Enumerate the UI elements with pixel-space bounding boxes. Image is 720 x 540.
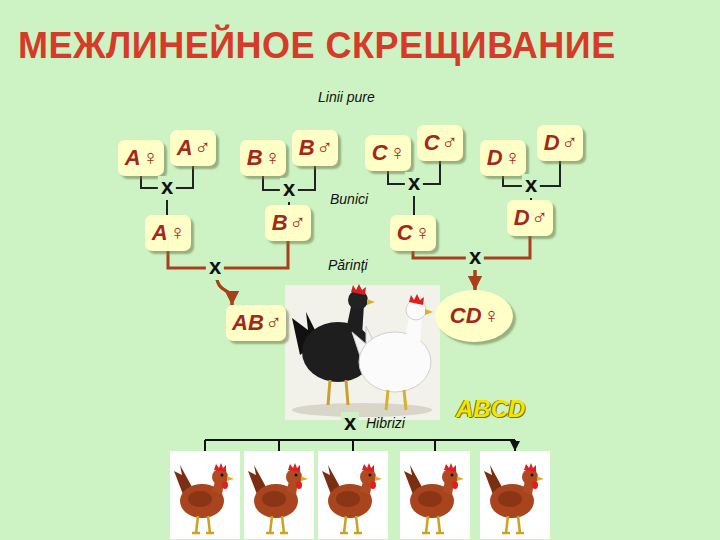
black-hen-beak bbox=[367, 299, 375, 305]
cross-sign: x bbox=[405, 172, 423, 196]
line-name: D♂ bbox=[544, 131, 576, 155]
cross-arrow bbox=[168, 251, 232, 305]
down-arrows bbox=[205, 440, 515, 451]
cross-sign: x bbox=[522, 174, 540, 198]
split-line bbox=[205, 439, 515, 441]
line-name: C♀ bbox=[397, 221, 429, 245]
line-name: B♂ bbox=[272, 211, 304, 235]
line-box: C♀ bbox=[365, 135, 411, 171]
parent-hens-photo bbox=[285, 284, 440, 420]
generation-label: Bunici bbox=[330, 192, 368, 207]
line-name: B♂ bbox=[299, 136, 331, 160]
line-box: A♀ bbox=[118, 140, 164, 176]
hybrid-hen bbox=[244, 451, 314, 539]
line-box: C♀ bbox=[390, 215, 436, 251]
line-name: A♀ bbox=[152, 221, 184, 245]
hybrid-arrows bbox=[205, 440, 515, 451]
hybrid-formula: ABCD bbox=[456, 396, 525, 422]
cross-sign: x bbox=[280, 178, 298, 202]
line-box: D♀ bbox=[480, 140, 526, 176]
black-hen-comb bbox=[351, 284, 366, 295]
hybrid-hen bbox=[480, 451, 550, 539]
section-label: Linii pure bbox=[318, 90, 375, 105]
cross-arrow bbox=[215, 241, 288, 305]
shadow bbox=[292, 403, 432, 417]
photo-ground bbox=[285, 285, 440, 420]
line-name: C♂ bbox=[424, 131, 456, 155]
hybrid-hens bbox=[170, 451, 550, 539]
line-name: D♀ bbox=[487, 146, 519, 170]
line-name: D♂ bbox=[514, 206, 546, 230]
cross-sign: x bbox=[158, 176, 176, 200]
cross-sign: x bbox=[466, 246, 484, 270]
line-box: AB♂ bbox=[226, 305, 286, 341]
white-hen-legs bbox=[386, 390, 406, 410]
line-box: C♂ bbox=[417, 125, 463, 161]
line-name: C♀ bbox=[372, 141, 404, 165]
line-name: AB♂ bbox=[232, 311, 280, 335]
line-box: B♂ bbox=[265, 205, 311, 241]
line-box: D♂ bbox=[537, 125, 583, 161]
line-oval: CD♀ bbox=[435, 290, 513, 342]
cross-sign: x bbox=[341, 412, 359, 436]
line-name: A♀ bbox=[125, 146, 157, 170]
cross-sign: x bbox=[206, 256, 224, 280]
hybrid-hen bbox=[400, 451, 470, 539]
white-hen-comb bbox=[409, 294, 424, 305]
line-box: D♂ bbox=[507, 200, 553, 236]
line-box: B♂ bbox=[292, 130, 338, 166]
line-box: A♂ bbox=[170, 130, 216, 166]
generation-label: Părinți bbox=[328, 258, 368, 273]
line-name: B♀ bbox=[247, 146, 279, 170]
black-hen-legs bbox=[328, 380, 348, 405]
white-hen-beak bbox=[425, 309, 433, 315]
hybrid-hen bbox=[170, 451, 240, 539]
line-name: A♂ bbox=[177, 136, 209, 160]
generation-label: Hibrizi bbox=[366, 416, 405, 431]
line-name: CD♀ bbox=[450, 304, 498, 328]
line-box: B♀ bbox=[240, 140, 286, 176]
line-box: A♀ bbox=[145, 215, 191, 251]
slide-title: МЕЖЛИНЕЙНОЕ СКРЕЩИВАНИЕ bbox=[18, 26, 616, 66]
hybrid-hen bbox=[318, 451, 388, 539]
